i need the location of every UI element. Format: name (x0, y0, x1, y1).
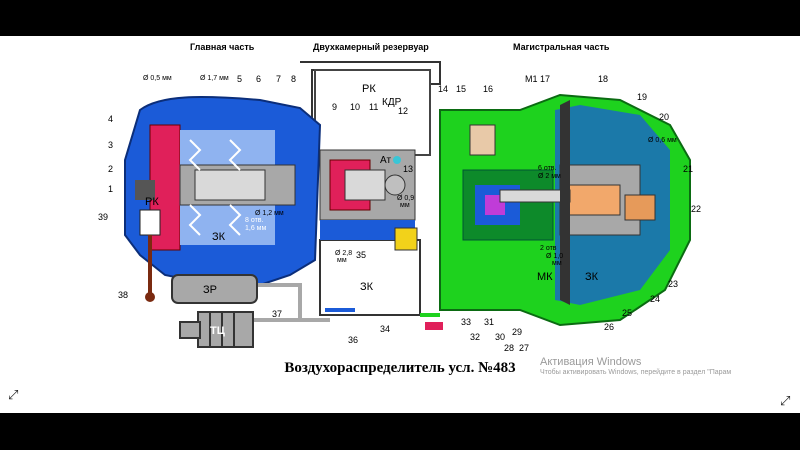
section-main-part: Главная часть (190, 42, 255, 52)
callout-22: 22 (691, 204, 701, 214)
callout-1: 1 (108, 184, 113, 194)
callout-20: 20 (659, 112, 669, 122)
reservoir-rk-area (314, 69, 431, 156)
callout-14: 14 (438, 84, 448, 94)
reservoir-valve (319, 149, 418, 251)
dim-d09b: мм (400, 202, 410, 209)
callout-24: 24 (650, 294, 660, 304)
callout-19: 19 (637, 92, 647, 102)
dim-d05: Ø 0,5 мм (143, 75, 172, 82)
label-tc: ТЦ (210, 325, 225, 337)
watermark-subtitle: Чтобы активировать Windows, перейдите в … (540, 369, 732, 376)
callout-26: 26 (604, 322, 614, 332)
brake-cylinder (179, 311, 254, 348)
callout-31: 31 (484, 317, 494, 327)
section-reservoir: Двухкамерный резервуар (313, 42, 429, 52)
air-distributor-diagram: Главная часть Двухкамерный резервуар Маг… (98, 42, 701, 353)
callout-18: 18 (598, 74, 608, 84)
callout-3: 3 (108, 140, 113, 150)
diagram-title: Воздухораспределитель усл. №483 (284, 360, 516, 376)
callout-2: 2 (108, 164, 113, 174)
callout-15: 15 (456, 84, 466, 94)
callout-35: 35 (356, 250, 366, 260)
callout-9: 9 (332, 102, 337, 112)
callout-21: 21 (683, 164, 693, 174)
section-trunk-part: Магистральная часть (513, 42, 610, 52)
callout-36: 36 (348, 335, 358, 345)
label-rk-left: РК (145, 196, 159, 208)
label-zk-res: ЗК (360, 281, 374, 293)
label-at: Ат (380, 155, 391, 166)
callout-12: 12 (398, 106, 408, 116)
callout-10: 10 (350, 102, 360, 112)
callout-8: 8 (291, 74, 296, 84)
dim-d1: Ø 1,0 (546, 253, 563, 260)
slide: Главная часть Двухкамерный резервуар Маг… (0, 36, 800, 413)
callout-М1: М1 (525, 74, 538, 84)
callout-5: 5 (237, 74, 242, 84)
callout-16: 16 (483, 84, 493, 94)
dim-d06: Ø 0,6 мм (648, 137, 677, 144)
dim-d12: Ø 1,2 мм (255, 210, 284, 217)
callout-25: 25 (622, 308, 632, 318)
callout-23: 23 (668, 279, 678, 289)
callout-17: 17 (540, 74, 550, 84)
label-kdr: КДР (382, 97, 402, 108)
spare-reservoir (171, 274, 258, 304)
callout-7: 7 (276, 74, 281, 84)
dim-d2: Ø 2 мм (538, 173, 561, 180)
dim-d16: 1,6 мм (245, 225, 266, 232)
callout-13: 13 (403, 164, 413, 174)
label-rk-top: РК (362, 83, 376, 95)
dim-holes2: 2 отв (540, 245, 557, 252)
dim-d17: Ø 1,7 мм (200, 75, 229, 82)
windows-activation-watermark: Активация Windows Чтобы активировать Win… (540, 356, 731, 376)
dim-holes8: 8 отв. (245, 217, 264, 224)
callout-32: 32 (470, 332, 480, 342)
callout-30: 30 (495, 332, 505, 342)
dim-d1b: мм (552, 260, 562, 267)
callout-39: 39 (98, 212, 108, 222)
cock-handle (425, 322, 443, 330)
trunk-part-body (439, 93, 691, 327)
callout-28: 28 (504, 343, 514, 353)
callout-38: 38 (118, 290, 128, 300)
label-zr: ЗР (203, 284, 217, 296)
main-part-body (124, 96, 322, 302)
callout-6: 6 (256, 74, 261, 84)
label-zk-right: ЗК (585, 271, 599, 283)
watermark-title: Активация Windows (540, 356, 642, 368)
label-mk: МК (537, 271, 553, 283)
dim-d28a: Ø 2,8 (335, 250, 352, 257)
callout-4: 4 (108, 114, 113, 124)
expand-icon[interactable]: ⤢ (8, 388, 19, 403)
callout-29: 29 (512, 327, 522, 337)
callout-27: 27 (519, 343, 529, 353)
dim-holes6: 6 отв. (538, 165, 557, 172)
callout-37: 37 (272, 309, 282, 319)
label-zk-left: ЗК (212, 231, 226, 243)
fullscreen-icon[interactable]: ⤢ (780, 394, 791, 409)
callout-34: 34 (380, 324, 390, 334)
callout-11: 11 (369, 102, 378, 112)
dim-d28b: мм (337, 257, 347, 264)
dim-d09: Ø 0,9 (397, 195, 414, 202)
callout-33: 33 (461, 317, 471, 327)
